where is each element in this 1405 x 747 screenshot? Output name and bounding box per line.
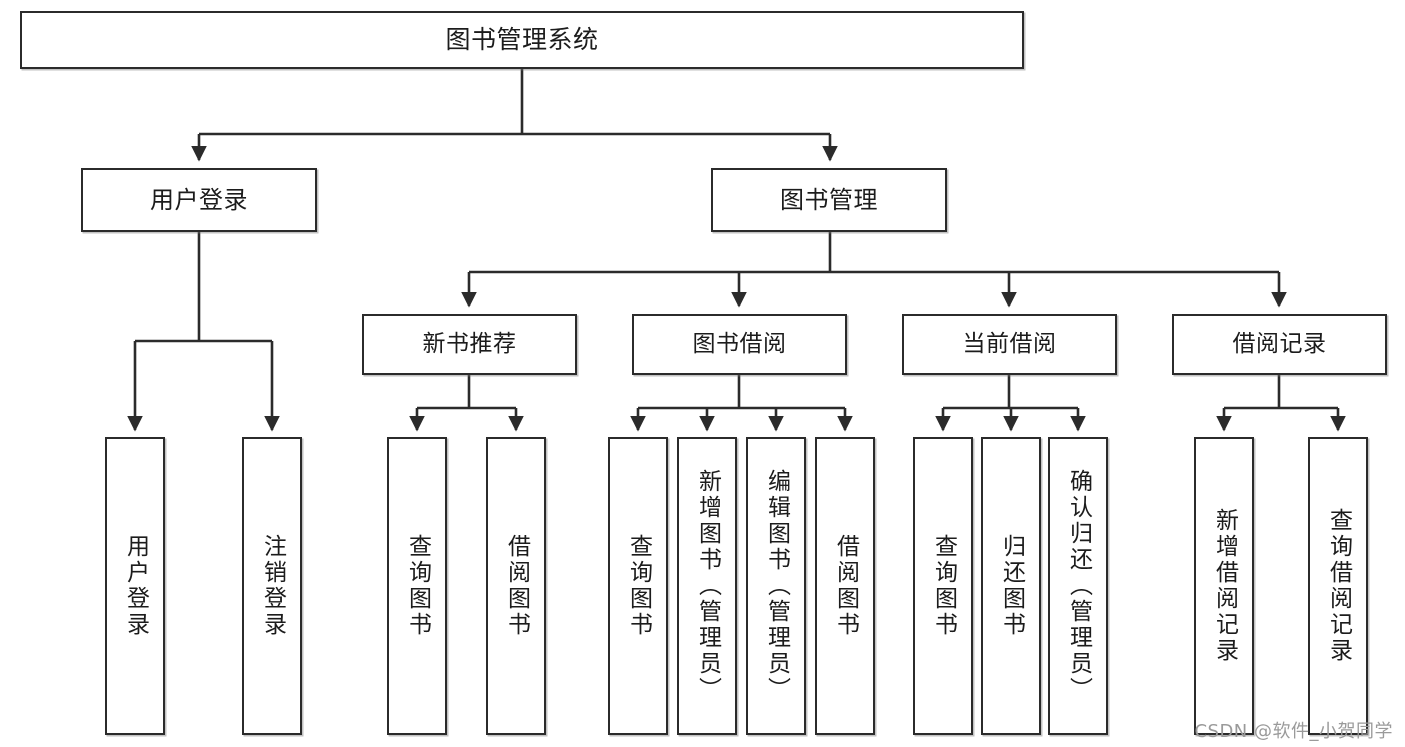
node-user-login[interactable]: 用户登录	[81, 168, 317, 232]
node-leaf-user-login[interactable]: 用户登录	[105, 437, 165, 735]
node-current-borrow-label: 当前借阅	[962, 330, 1057, 357]
node-leaf-add-record[interactable]: 新增借阅记录	[1194, 437, 1254, 735]
node-book-borrow-label: 图书借阅	[692, 330, 787, 357]
node-leaf-query-record-label: 查询借阅记录	[1325, 508, 1352, 664]
node-leaf-user-login-label: 用户登录	[122, 534, 149, 638]
node-leaf-borrow-book-2[interactable]: 借阅图书	[815, 437, 875, 735]
node-leaf-return-book[interactable]: 归还图书	[981, 437, 1041, 735]
node-leaf-return-book-label: 归还图书	[998, 534, 1025, 638]
node-leaf-confirm-return[interactable]: 确认归还（管理员）	[1048, 437, 1108, 735]
node-leaf-confirm-return-label: 确认归还（管理员）	[1065, 469, 1092, 703]
node-leaf-edit-book[interactable]: 编辑图书（管理员）	[746, 437, 806, 735]
node-leaf-query-book-3[interactable]: 查询图书	[913, 437, 973, 735]
node-leaf-query-book-1[interactable]: 查询图书	[387, 437, 447, 735]
csdn-watermark: CSDN @软件_小贺同学	[1194, 721, 1393, 742]
node-user-login-label: 用户登录	[150, 185, 248, 214]
node-leaf-edit-book-label: 编辑图书（管理员）	[763, 469, 790, 703]
node-leaf-query-book-3-label: 查询图书	[930, 534, 957, 638]
node-book-management-label: 图书管理	[780, 185, 878, 214]
node-leaf-logout-login-label: 注销登录	[259, 534, 286, 638]
node-borrow-record[interactable]: 借阅记录	[1172, 314, 1387, 375]
node-leaf-borrow-book-1[interactable]: 借阅图书	[486, 437, 546, 735]
node-leaf-query-record[interactable]: 查询借阅记录	[1308, 437, 1368, 735]
node-leaf-query-book-1-label: 查询图书	[404, 534, 431, 638]
node-leaf-borrow-book-1-label: 借阅图书	[503, 534, 530, 638]
node-new-book-recommend-label: 新书推荐	[422, 330, 517, 357]
node-leaf-borrow-book-2-label: 借阅图书	[832, 534, 859, 638]
node-book-management[interactable]: 图书管理	[711, 168, 947, 232]
node-root[interactable]: 图书管理系统	[20, 11, 1024, 69]
node-root-label: 图书管理系统	[445, 25, 599, 54]
node-current-borrow[interactable]: 当前借阅	[902, 314, 1117, 375]
node-borrow-record-label: 借阅记录	[1232, 330, 1327, 357]
node-leaf-add-record-label: 新增借阅记录	[1211, 508, 1238, 664]
node-leaf-logout-login[interactable]: 注销登录	[242, 437, 302, 735]
node-leaf-query-book-2-label: 查询图书	[625, 534, 652, 638]
node-book-borrow[interactable]: 图书借阅	[632, 314, 847, 375]
node-leaf-add-book-label: 新增图书（管理员）	[694, 469, 721, 703]
node-leaf-query-book-2[interactable]: 查询图书	[608, 437, 668, 735]
node-new-book-recommend[interactable]: 新书推荐	[362, 314, 577, 375]
node-leaf-add-book[interactable]: 新增图书（管理员）	[677, 437, 737, 735]
